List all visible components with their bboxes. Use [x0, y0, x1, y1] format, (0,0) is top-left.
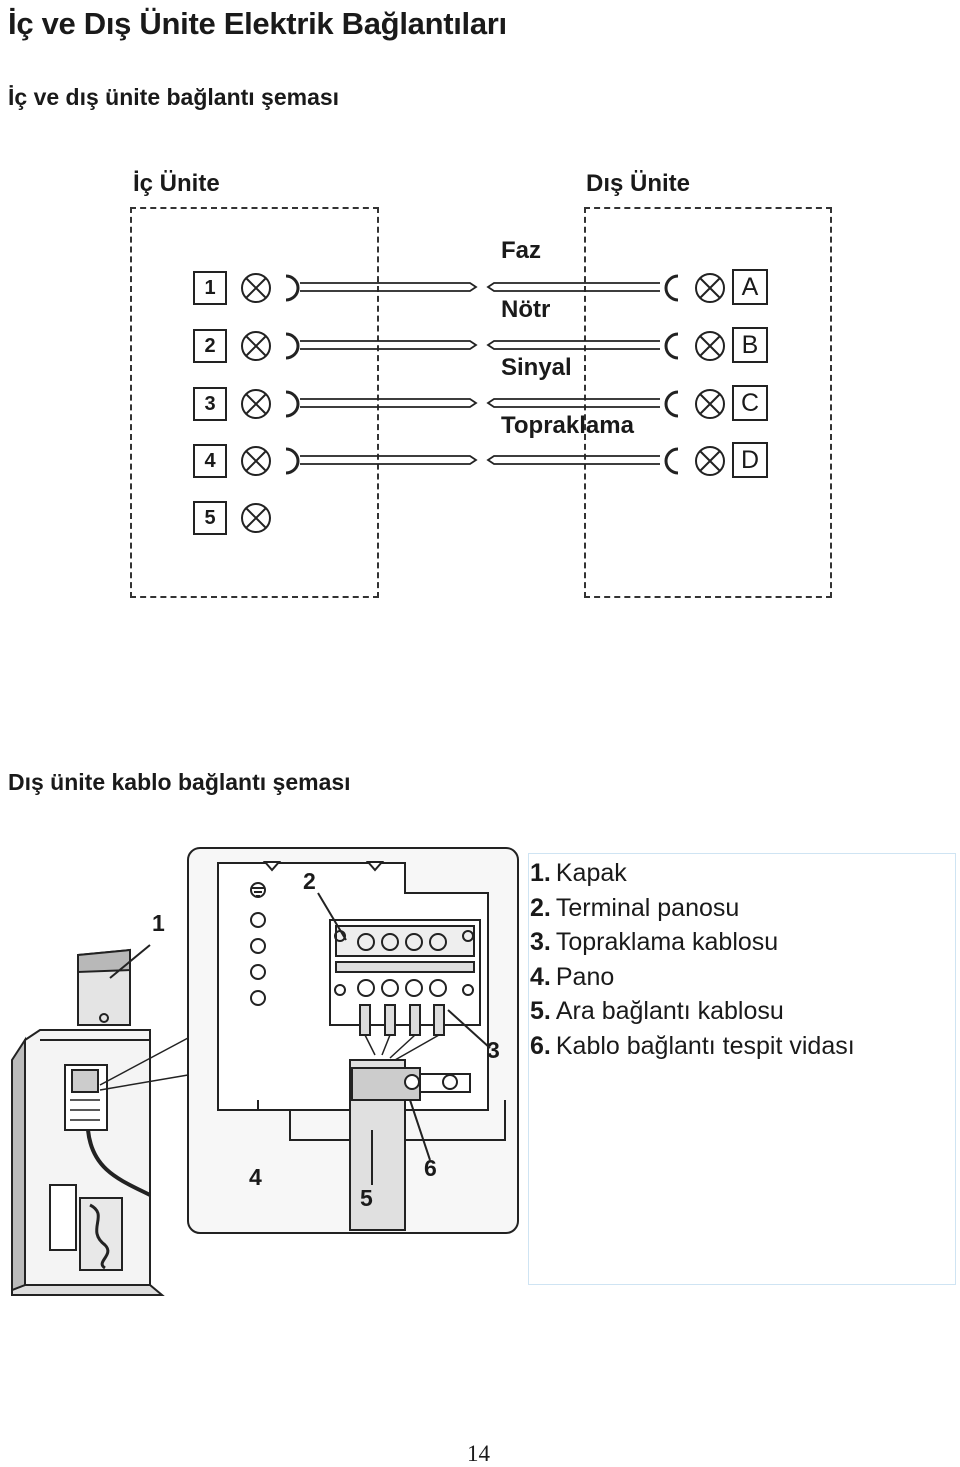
- indoor-terminal-5: 5: [193, 501, 227, 535]
- indoor-connector-icon: [241, 273, 271, 533]
- wiring-diagram: [241, 273, 725, 533]
- wire-right: [486, 282, 660, 465]
- indoor-terminal-2: 2: [193, 329, 227, 363]
- legend-item: 4.Pano: [530, 962, 615, 991]
- wire-label-phase: Faz: [501, 237, 542, 264]
- indoor-unit-label: İç Ünite: [133, 170, 220, 197]
- wire-left: [300, 282, 478, 465]
- section-title-cable: Dış ünite kablo bağlantı şeması: [8, 769, 351, 795]
- wire-label-signal: Sinyal: [501, 354, 572, 381]
- indoor-unit-box: [130, 207, 379, 598]
- legend-item: 5.Ara bağlantı kablosu: [530, 997, 784, 1025]
- outdoor-terminal-d: D: [732, 442, 768, 478]
- indoor-terminal-1: 1: [193, 271, 227, 305]
- legend-item: 3.Topraklama kablosu: [530, 928, 779, 956]
- outdoor-terminal-a: A: [732, 269, 768, 305]
- callout-3: 3: [487, 1037, 500, 1063]
- callout-6: 6: [424, 1155, 437, 1181]
- legend-item: 1.Kapak: [530, 859, 627, 887]
- section-title-wiring: İç ve dış ünite bağlantı şeması: [8, 84, 340, 110]
- legend-item: 2.Terminal panosu: [530, 893, 740, 922]
- indoor-plug-icon: [285, 274, 300, 475]
- callout-4: 4: [249, 1164, 262, 1190]
- page-title: İç ve Dış Ünite Elektrik Bağlantıları: [8, 6, 507, 41]
- outdoor-terminal-c: C: [732, 385, 768, 421]
- callout-5: 5: [360, 1185, 373, 1211]
- callout-1: 1: [152, 910, 165, 936]
- wire-label-neutral: Nötr: [501, 296, 551, 323]
- indoor-terminal-4: 4: [193, 444, 227, 478]
- page-number: 14: [467, 1441, 490, 1466]
- outdoor-connector-icon: [695, 273, 725, 476]
- legend-item: 6.Kablo bağlantı tespit vidası: [530, 1031, 855, 1060]
- outdoor-unit-label: Dış Ünite: [586, 170, 691, 197]
- wire-label-ground: Topraklama: [501, 412, 634, 439]
- outdoor-plug-icon: [664, 274, 679, 475]
- indoor-terminal-3: 3: [193, 387, 227, 421]
- parts-legend: 1.Kapak 2.Terminal panosu 3.Topraklama k…: [528, 853, 956, 1285]
- outdoor-unit-box: [584, 207, 832, 598]
- callout-2: 2: [303, 868, 316, 894]
- outdoor-terminal-b: B: [732, 327, 768, 363]
